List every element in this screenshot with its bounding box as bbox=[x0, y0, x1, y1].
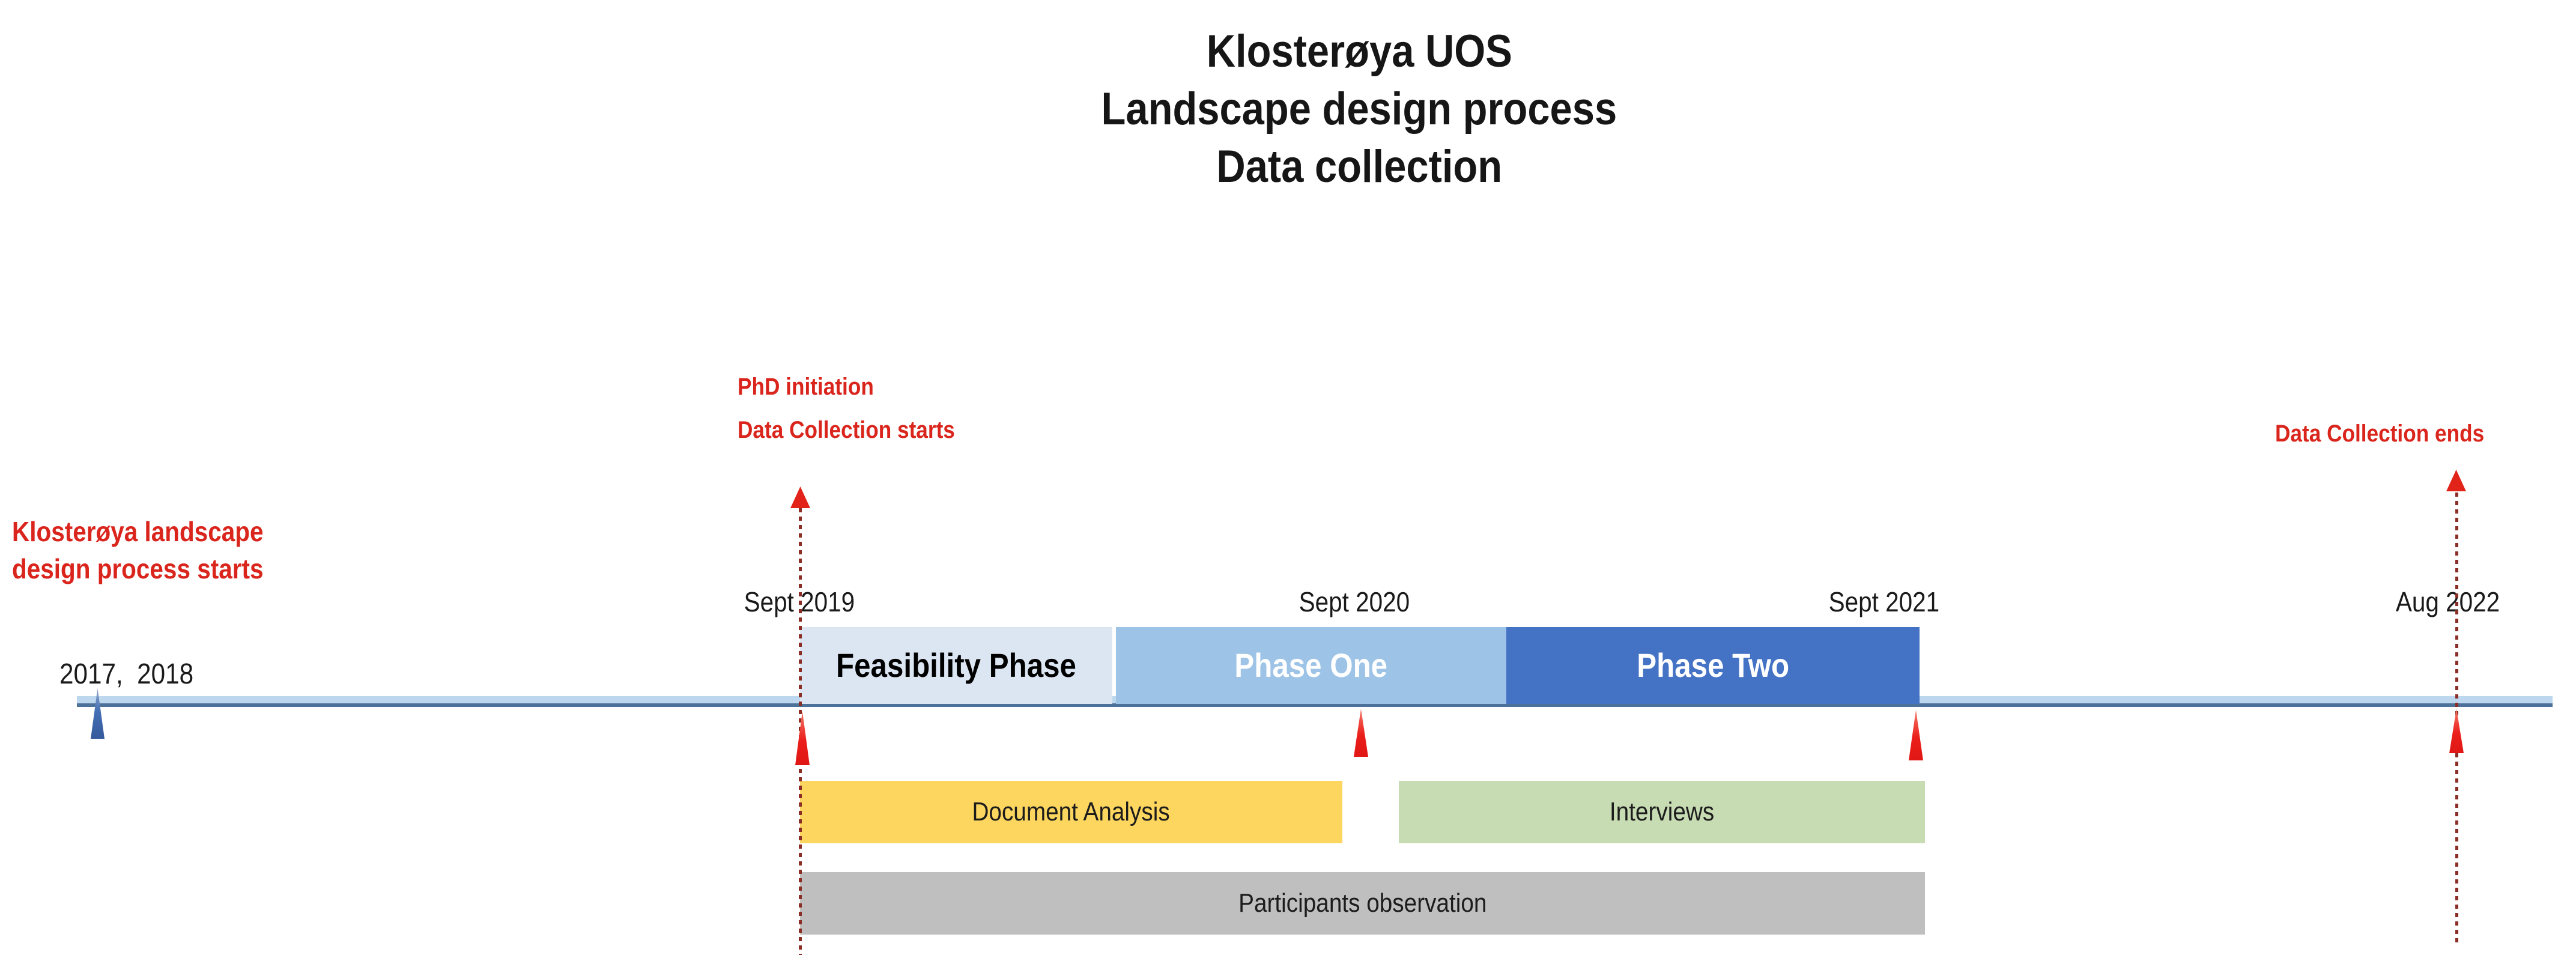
activity-bar-interviews: Interviews bbox=[1399, 781, 1925, 843]
activity-bar-document-analysis: Document Analysis bbox=[800, 781, 1342, 843]
tick-sept-2020: Sept 2020 bbox=[1299, 586, 1410, 617]
arrow-up-icon-data-collection-starts bbox=[790, 487, 810, 508]
label-years-2017-2018: 2017, 2018 bbox=[59, 658, 194, 690]
phase-bar-one: Phase One bbox=[1116, 627, 1506, 704]
annotation-data-collection-ends: Data Collection ends bbox=[2275, 420, 2485, 447]
red-marker-arrow-sept-2020 bbox=[1354, 709, 1368, 757]
tick-sept-2021: Sept 2021 bbox=[1828, 586, 1940, 617]
red-marker-arrow-sept-2019 bbox=[795, 711, 810, 765]
phase-bar-two: Phase Two bbox=[1506, 627, 1920, 704]
page-title-line-3: Data collection bbox=[759, 138, 1960, 196]
annotation-process-starts-line-2: design process starts bbox=[12, 553, 264, 584]
title-text-2: Landscape design process bbox=[1101, 83, 1617, 135]
timeline-axis-line bbox=[77, 703, 2553, 707]
activity-bar-participants-observation: Participants observation bbox=[800, 872, 1925, 935]
page-title-line-1: Klosterøya UOS bbox=[759, 23, 1960, 80]
annotation-data-collection-starts: Data Collection starts bbox=[738, 417, 955, 443]
tick-aug-2022: Aug 2022 bbox=[2395, 586, 2500, 617]
page-title-line-2: Landscape design process bbox=[759, 80, 1960, 138]
title-text-3: Data collection bbox=[1216, 141, 1502, 192]
phase-bar-feasibility: Feasibility Phase bbox=[800, 627, 1112, 704]
red-marker-arrow-aug-2022 bbox=[2449, 709, 2464, 753]
annotation-process-starts-line-1: Klosterøya landscape bbox=[12, 516, 264, 547]
arrow-up-icon-data-collection-ends bbox=[2446, 470, 2466, 491]
red-marker-arrow-sept-2021 bbox=[1909, 710, 1923, 760]
title-text-1: Klosterøya UOS bbox=[1206, 26, 1512, 77]
annotation-phd-initiation: PhD initiation bbox=[738, 374, 874, 400]
